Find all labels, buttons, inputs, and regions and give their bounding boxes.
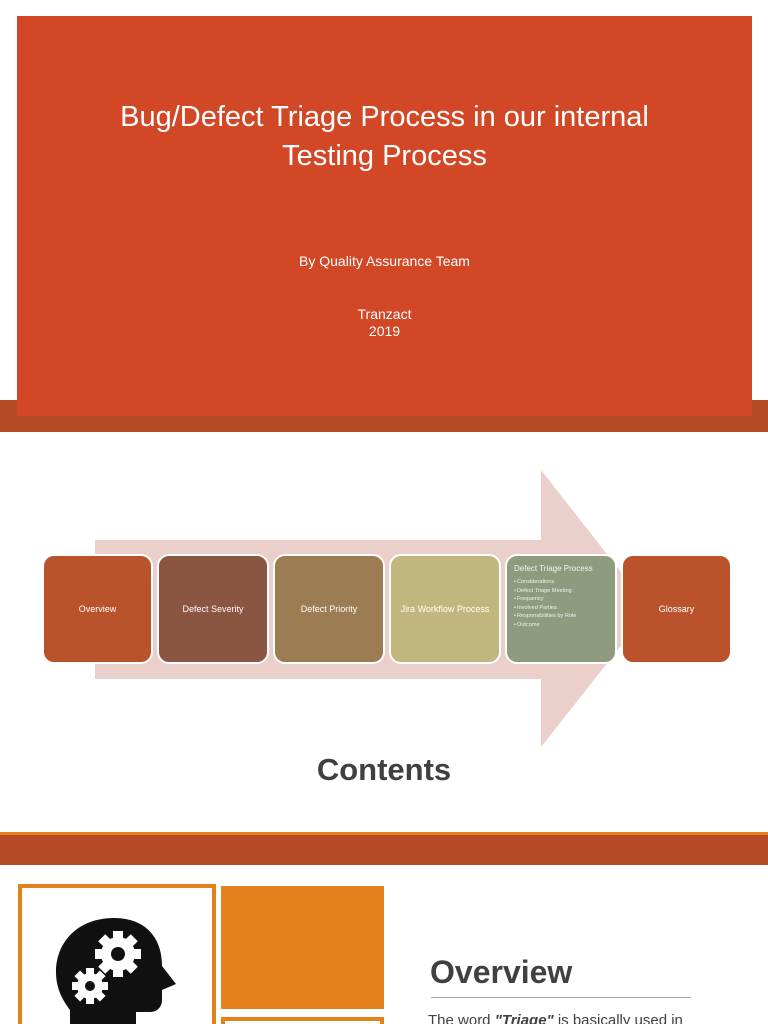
presentation-subtitle: By Quality Assurance Team [299, 253, 470, 269]
contents-step-label: Defect Severity [182, 604, 244, 614]
presentation-title-line1: Bug/Defect Triage Process in our interna… [120, 101, 649, 133]
overview-accent-frame [221, 1017, 384, 1024]
triage-subitem: Considerations [514, 578, 609, 587]
overview-title-rule [431, 997, 691, 998]
triage-subitems: Considerations Defect Triage Meeting Fre… [514, 578, 609, 630]
overview-slide: Overview The word "Triage" is basically … [0, 832, 768, 1024]
overview-body-emphasis: "Triage" [494, 1012, 554, 1024]
presentation-title-line2: Testing Process [282, 140, 487, 172]
triage-subitem: Defect Triage Meeting [514, 587, 609, 596]
triage-subitem: Responsibilities by Role [514, 612, 609, 621]
contents-step-defect-priority[interactable]: Defect Priority [273, 554, 385, 664]
title-slide: Bug/Defect Triage Process in our interna… [0, 0, 768, 432]
contents-step-label: Jira Workflow Process [400, 604, 490, 614]
contents-slide: Overview Defect Severity Defect Priority… [0, 432, 768, 832]
contents-step-glossary[interactable]: Glossary [621, 554, 732, 664]
presentation-title: Bug/Defect Triage Process in our interna… [57, 98, 712, 176]
organization-name: Tranzact [357, 306, 412, 322]
contents-step-label: Glossary [658, 604, 695, 614]
contents-step-label: Defect Priority [300, 604, 358, 614]
title-panel: Bug/Defect Triage Process in our interna… [17, 16, 752, 416]
triage-subitem: Frequency [514, 595, 609, 604]
triage-subitem: Outcome [514, 621, 609, 630]
presentation-org-block: Tranzact 2019 [17, 306, 752, 340]
contents-step-label: Overview [78, 604, 117, 614]
overview-title: Overview [430, 954, 573, 990]
overview-body-prefix: The word [428, 1012, 495, 1024]
triage-subitem: Involved Parties [514, 604, 609, 613]
overview-body-text: The word "Triage" is basically used in [428, 1012, 683, 1024]
overview-accent-block [221, 886, 384, 1009]
presentation-year: 2019 [368, 323, 401, 339]
overview-top-strip [0, 832, 768, 865]
head-gears-icon [56, 918, 176, 1024]
overview-body-suffix: is basically used in [553, 1012, 683, 1024]
contents-step-defect-severity[interactable]: Defect Severity [157, 554, 269, 664]
contents-step-overview[interactable]: Overview [42, 554, 153, 664]
contents-step-jira-workflow[interactable]: Jira Workflow Process [389, 554, 501, 664]
contents-step-label: Defect Triage Process [514, 564, 593, 573]
contents-title: Contents [316, 752, 452, 787]
contents-step-defect-triage[interactable]: Defect Triage Process Considerations Def… [505, 554, 617, 664]
